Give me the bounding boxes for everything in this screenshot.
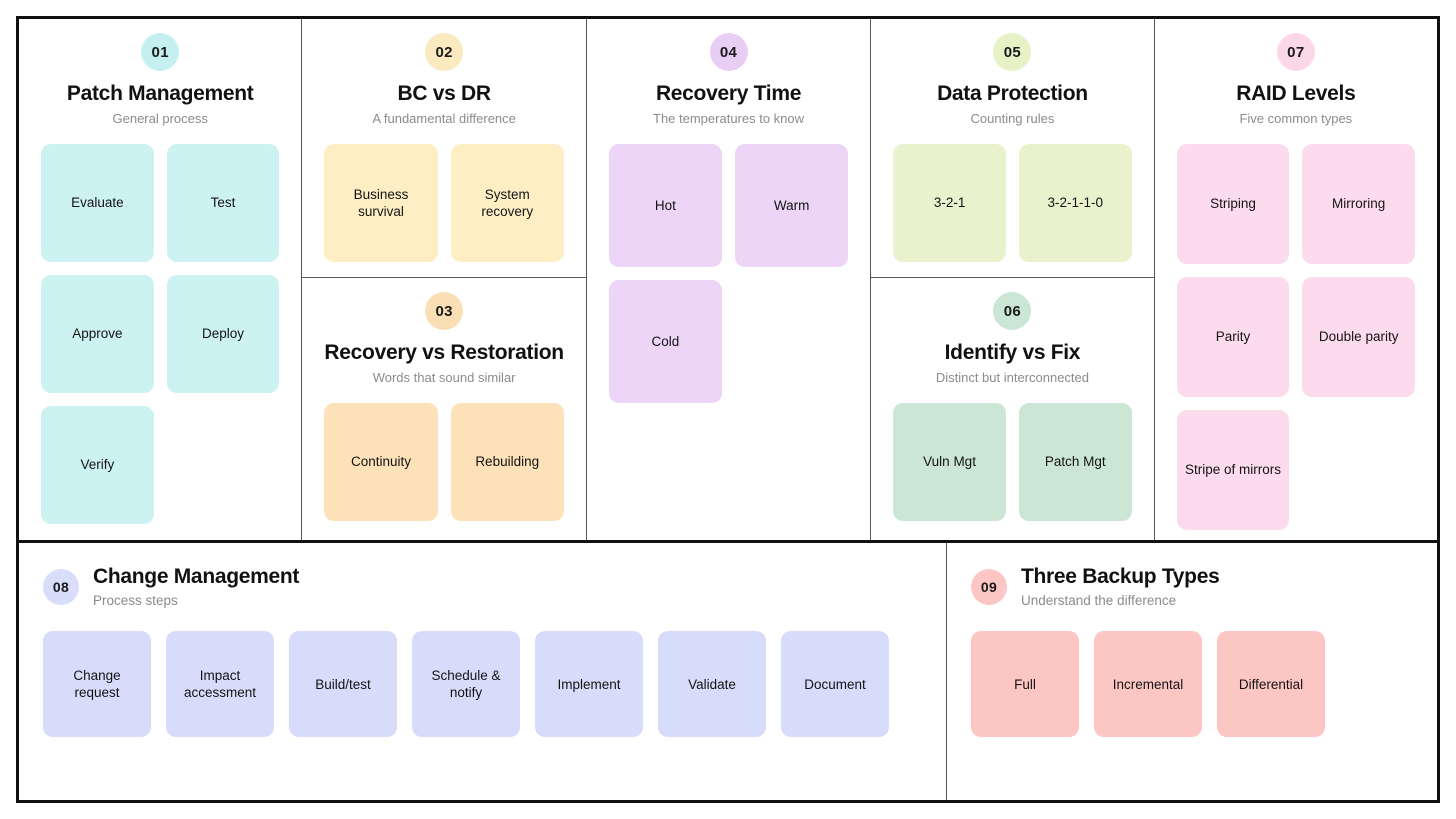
column-5: 07 RAID Levels Five common types Stripin…: [1155, 19, 1437, 540]
top-region: 01 Patch Management General process Eval…: [19, 19, 1437, 543]
chip-incremental[interactable]: Incremental: [1094, 631, 1202, 738]
panel-09-header: 09 Three Backup Types Understand the dif…: [971, 565, 1413, 609]
panel-badge-08: 08: [43, 569, 79, 605]
panel-08-header: 08 Change Management Process steps: [43, 565, 922, 609]
panel-subtitle-02: A fundamental difference: [372, 110, 516, 126]
chip-striping[interactable]: Striping: [1176, 144, 1290, 265]
panel-06-identify-vs-fix[interactable]: 06 Identify vs Fix Distinct but intercon…: [871, 278, 1153, 540]
chip-schedule-notify[interactable]: Schedule & notify: [412, 631, 520, 738]
panel-01-patch-management[interactable]: 01 Patch Management General process Eval…: [19, 19, 301, 540]
column-1: 01 Patch Management General process Eval…: [19, 19, 303, 540]
panel-title-06: Identify vs Fix: [944, 341, 1081, 364]
panel-title-04: Recovery Time: [655, 82, 802, 105]
panel-05-data-protection[interactable]: 05 Data Protection Counting rules 3-2-1 …: [871, 19, 1154, 278]
panel-08-change-management[interactable]: 08 Change Management Process steps Chang…: [19, 543, 947, 800]
panel-badge-03: 03: [425, 292, 464, 330]
chip-hot[interactable]: Hot: [608, 144, 723, 268]
panel-05-chips: 3-2-1 3-2-1-1-0: [893, 144, 1132, 263]
chip-cold[interactable]: Cold: [608, 280, 723, 404]
panel-08-chips: Change request Impact accessment Build/t…: [43, 631, 922, 738]
panel-subtitle-08: Process steps: [93, 593, 178, 609]
panel-badge-02: 02: [425, 33, 464, 71]
panel-03-chips: Continuity Rebuilding: [324, 403, 564, 522]
panel-09-three-backup-types[interactable]: 09 Three Backup Types Understand the dif…: [947, 543, 1437, 800]
panel-03-recovery-vs-restoration[interactable]: 03 Recovery vs Restoration Words that so…: [302, 278, 585, 540]
panel-badge-07: 07: [1276, 33, 1315, 71]
panel-title-07: RAID Levels: [1236, 82, 1356, 105]
panel-subtitle-05: Counting rules: [970, 110, 1055, 126]
infographic-board: 01 Patch Management General process Eval…: [16, 16, 1440, 803]
panel-title-02: BC vs DR: [397, 82, 491, 105]
chip-vuln-mgt[interactable]: Vuln Mgt: [893, 403, 1006, 522]
chip-business-survival[interactable]: Business survival: [324, 144, 438, 263]
panel-08-titles: Change Management Process steps: [93, 565, 299, 609]
panel-subtitle-09: Understand the difference: [1021, 593, 1177, 609]
panel-title-05: Data Protection: [937, 82, 1088, 105]
column-2: 02 BC vs DR A fundamental difference Bus…: [302, 19, 587, 540]
panel-title-01: Patch Management: [66, 82, 254, 105]
chip-implement[interactable]: Implement: [535, 631, 643, 738]
panel-07-raid-levels[interactable]: 07 RAID Levels Five common types Stripin…: [1155, 19, 1437, 540]
chip-3-2-1-1-0[interactable]: 3-2-1-1-0: [1018, 144, 1132, 263]
chip-change-request[interactable]: Change request: [43, 631, 151, 738]
chip-impact-accessment[interactable]: Impact accessment: [166, 631, 274, 738]
chip-patch-mgt[interactable]: Patch Mgt: [1018, 403, 1132, 522]
chip-mirroring[interactable]: Mirroring: [1302, 144, 1416, 265]
panel-badge-06: 06: [993, 292, 1032, 330]
chip-verify[interactable]: Verify: [41, 406, 154, 525]
chip-continuity[interactable]: Continuity: [324, 403, 438, 522]
panel-subtitle-06: Distinct but interconnected: [935, 369, 1090, 385]
chip-parity[interactable]: Parity: [1176, 277, 1290, 398]
panel-07-chips: Striping Mirroring Parity Double parity …: [1176, 144, 1416, 531]
chip-double-parity[interactable]: Double parity: [1302, 277, 1416, 398]
chip-stripe-of-mirrors[interactable]: Stripe of mirrors: [1176, 410, 1290, 531]
chip-rebuilding[interactable]: Rebuilding: [450, 403, 564, 522]
panel-badge-04: 04: [709, 33, 748, 71]
chip-warm[interactable]: Warm: [735, 144, 849, 268]
panel-title-03: Recovery vs Restoration: [324, 341, 564, 364]
panel-09-chips: Full Incremental Differential: [971, 631, 1413, 738]
bottom-region: 08 Change Management Process steps Chang…: [19, 543, 1437, 800]
panel-01-chips: Evaluate Test Approve Deploy Verify: [41, 144, 280, 525]
chip-build-test[interactable]: Build/test: [289, 631, 397, 738]
chip-3-2-1[interactable]: 3-2-1: [893, 144, 1006, 263]
panel-badge-05: 05: [993, 33, 1032, 71]
chip-validate[interactable]: Validate: [658, 631, 766, 738]
panel-04-recovery-time[interactable]: 04 Recovery Time The temperatures to kno…: [587, 19, 870, 540]
column-4: 05 Data Protection Counting rules 3-2-1 …: [871, 19, 1155, 540]
chip-differential[interactable]: Differential: [1217, 631, 1325, 738]
panel-subtitle-04: The temperatures to know: [653, 110, 805, 126]
chip-evaluate[interactable]: Evaluate: [41, 144, 154, 263]
panel-badge-01: 01: [141, 33, 180, 71]
panel-02-bc-vs-dr[interactable]: 02 BC vs DR A fundamental difference Bus…: [302, 19, 586, 278]
chip-document[interactable]: Document: [781, 631, 889, 738]
panel-09-titles: Three Backup Types Understand the differ…: [1021, 565, 1220, 609]
chip-test[interactable]: Test: [166, 144, 280, 263]
chip-approve[interactable]: Approve: [41, 275, 154, 394]
panel-subtitle-03: Words that sound similar: [372, 369, 516, 385]
panel-subtitle-07: Five common types: [1239, 110, 1353, 126]
panel-06-chips: Vuln Mgt Patch Mgt: [893, 403, 1132, 522]
chip-deploy[interactable]: Deploy: [166, 275, 280, 394]
column-3: 04 Recovery Time The temperatures to kno…: [587, 19, 872, 540]
chip-full[interactable]: Full: [971, 631, 1079, 738]
panel-badge-09: 09: [971, 569, 1007, 605]
panel-title-08: Change Management: [93, 565, 300, 588]
chip-system-recovery[interactable]: System recovery: [450, 144, 564, 263]
panel-04-chips: Hot Warm Cold: [608, 144, 849, 404]
panel-02-chips: Business survival System recovery: [324, 144, 564, 263]
panel-title-09: Three Backup Types: [1021, 565, 1220, 588]
panel-subtitle-01: General process: [112, 110, 208, 126]
